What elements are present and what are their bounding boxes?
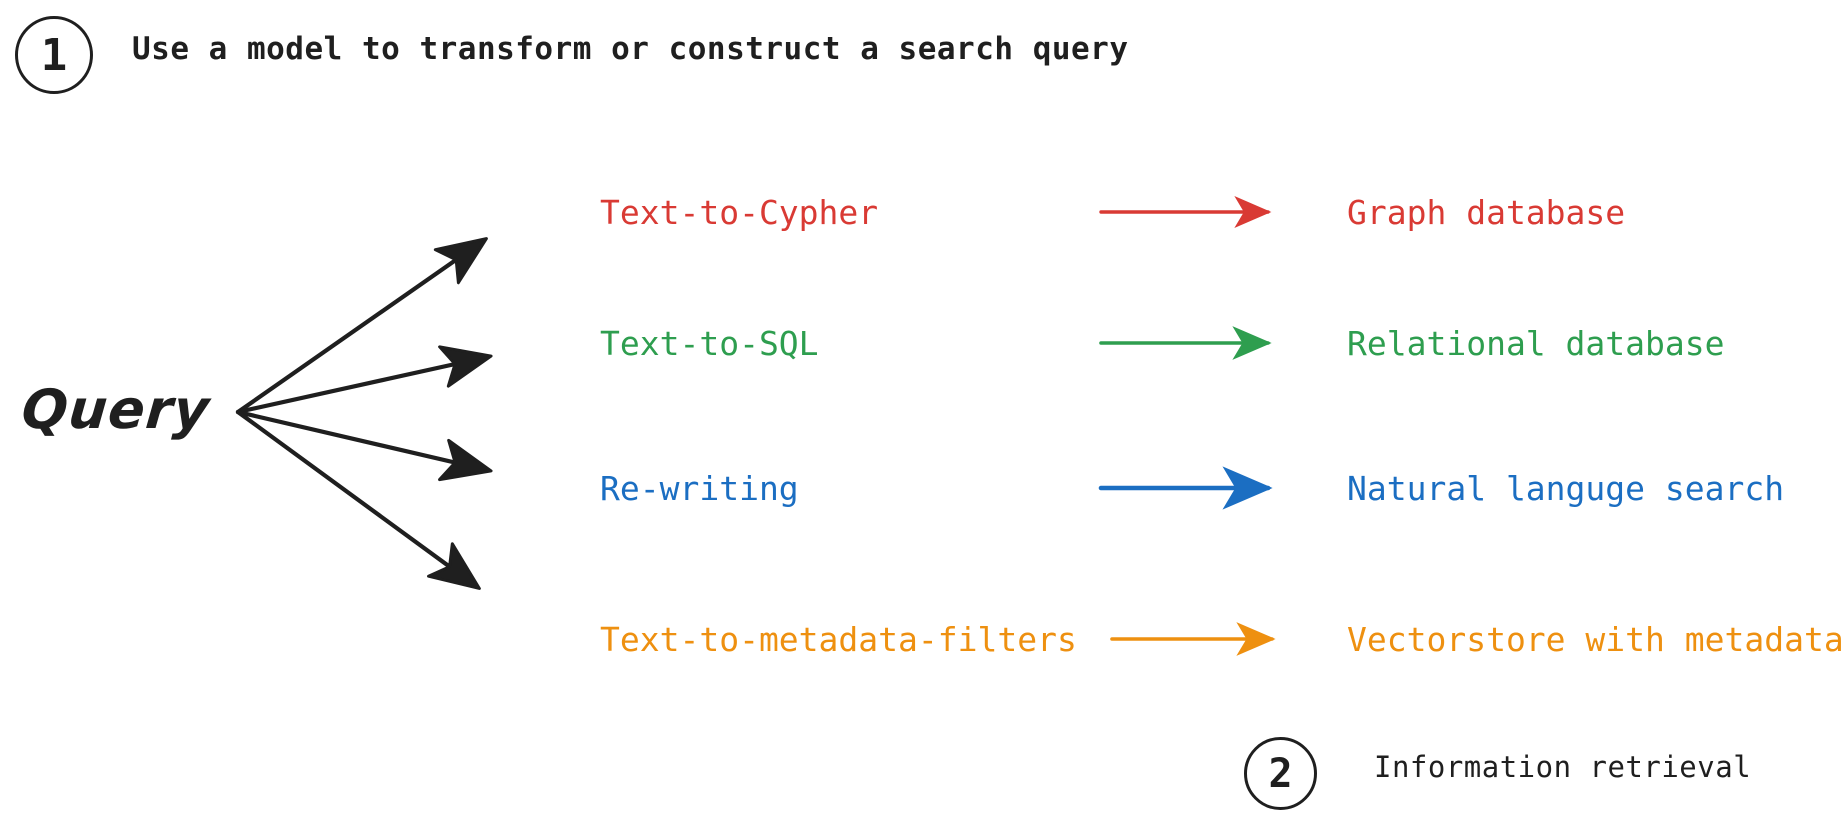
- target-label-relational-database: Relational database: [1347, 324, 1725, 363]
- method-label-re-writing: Re-writing: [600, 469, 799, 508]
- target-label-vectorstore-with-metadata: Vectorstore with metadata: [1347, 620, 1841, 659]
- fan-arrow-1: [235, 237, 488, 415]
- step-1-badge: 1: [15, 16, 93, 94]
- target-label-natural-language-search: Natural languge search: [1347, 469, 1785, 508]
- step-2-badge: 2: [1244, 737, 1317, 810]
- fan-arrow-4: [235, 409, 481, 590]
- target-label-graph-database: Graph database: [1347, 193, 1626, 232]
- query-source-label: Query: [19, 378, 213, 441]
- step-1-caption: Use a model to transform or construct a …: [132, 31, 1129, 67]
- fan-arrow-2: [235, 345, 493, 415]
- method-label-text-to-sql: Text-to-SQL: [600, 324, 819, 363]
- step-2-caption: Information retrieval: [1374, 750, 1752, 784]
- method-label-text-to-metadata-filters: Text-to-metadata-filters: [600, 620, 1077, 659]
- fan-arrow-3: [235, 409, 493, 482]
- method-label-text-to-cypher: Text-to-Cypher: [600, 193, 879, 232]
